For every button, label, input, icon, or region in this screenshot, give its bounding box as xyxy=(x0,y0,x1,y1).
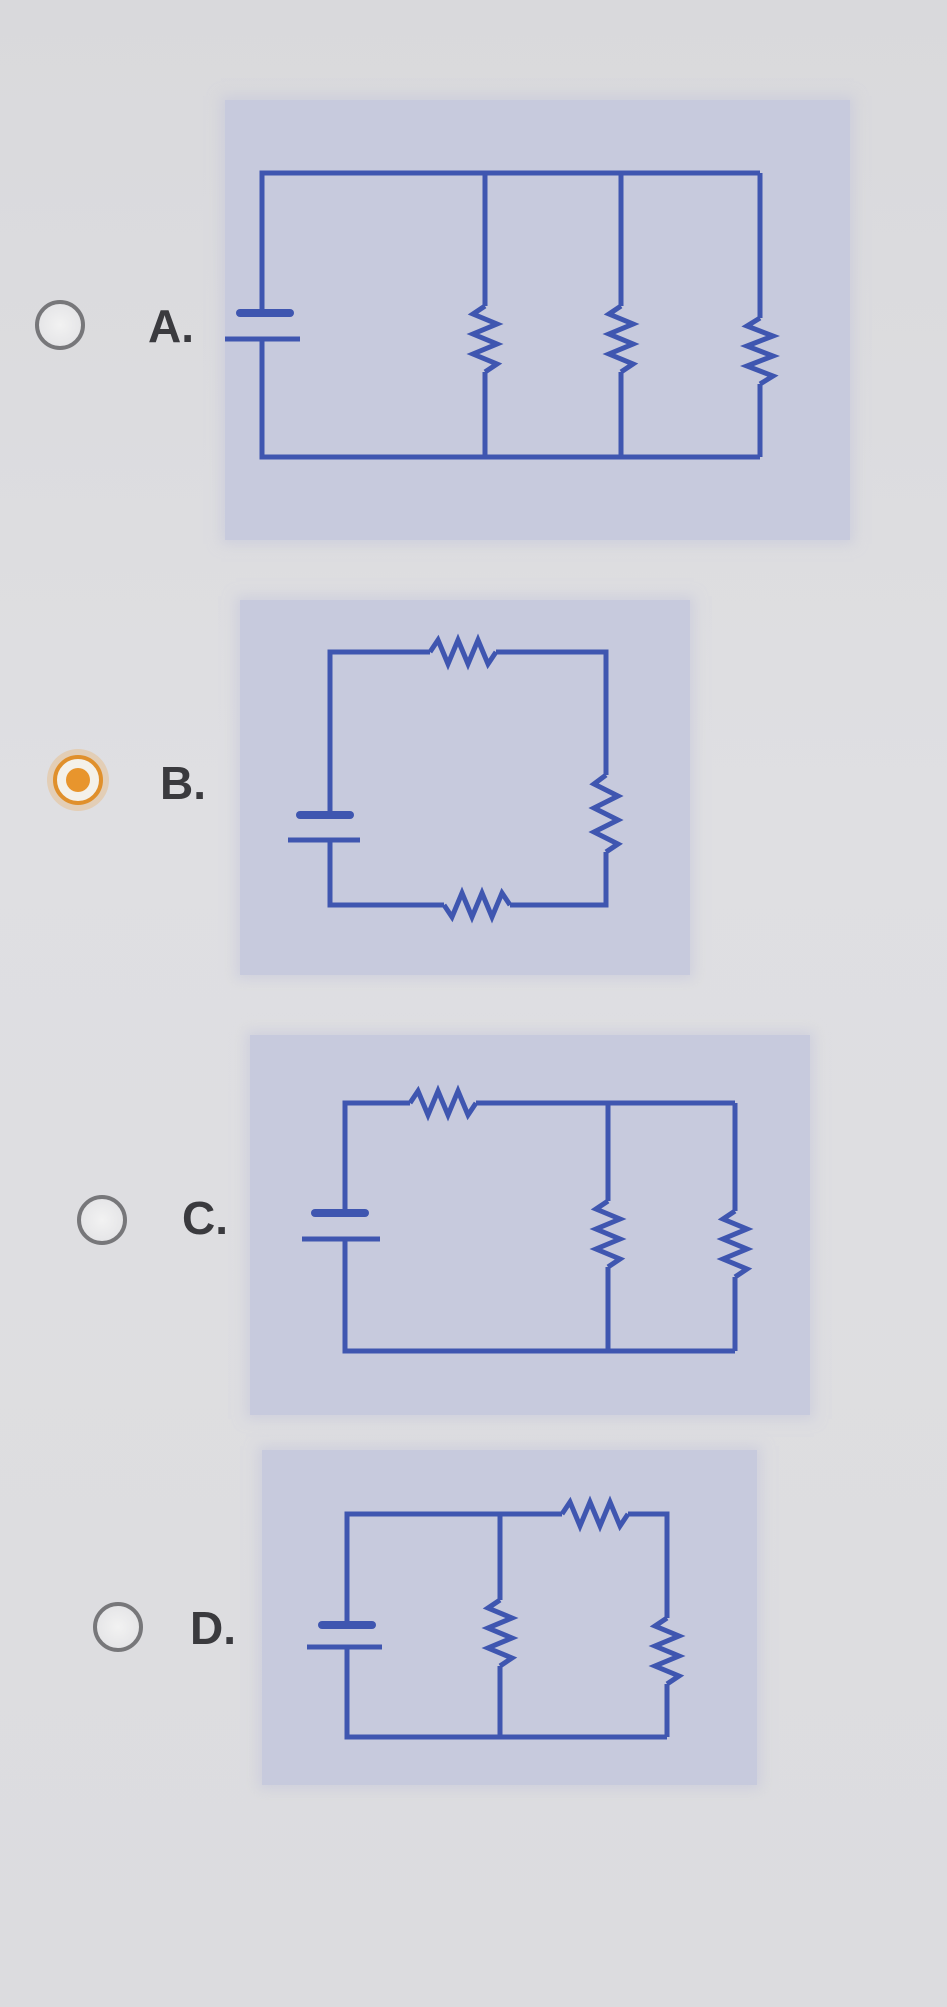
circuit-diagram-d xyxy=(262,1450,757,1785)
radio-selected-dot xyxy=(66,768,90,792)
option-label-c: C. xyxy=(182,1192,228,1244)
option-label-b: B. xyxy=(160,757,206,809)
answer-option-c[interactable]: C. xyxy=(0,900,947,1415)
circuit-b-svg xyxy=(288,633,624,924)
circuit-d-svg xyxy=(307,1495,686,1740)
radio-button-b[interactable] xyxy=(53,755,103,805)
option-label-a: A. xyxy=(148,300,194,352)
circuit-c-svg xyxy=(302,1084,754,1354)
answer-option-b[interactable]: B. xyxy=(0,470,947,975)
radio-button-c[interactable] xyxy=(77,1195,127,1245)
option-label-d: D. xyxy=(190,1602,236,1654)
answer-option-a[interactable]: A. xyxy=(0,0,947,540)
circuit-diagram-b xyxy=(240,600,690,975)
radio-button-a[interactable] xyxy=(35,300,85,350)
radio-button-d[interactable] xyxy=(93,1602,143,1652)
circuit-diagram-a xyxy=(225,100,850,540)
circuit-diagram-c xyxy=(250,1035,810,1415)
answer-option-d[interactable]: D. xyxy=(0,1350,947,1850)
circuit-a-svg xyxy=(225,170,780,460)
